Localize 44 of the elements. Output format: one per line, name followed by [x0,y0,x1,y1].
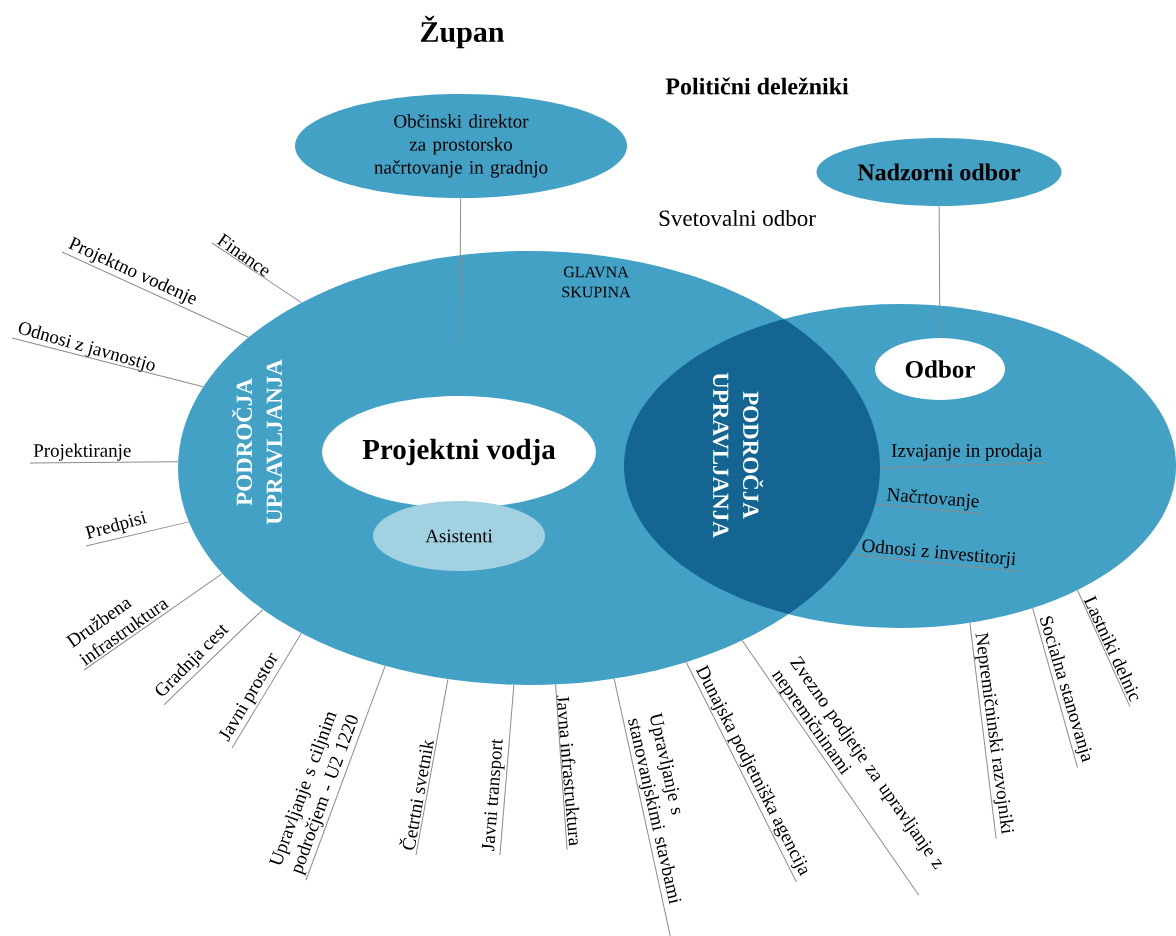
leader-line [415,678,449,856]
area-label: Projektiranje [33,443,131,461]
leader-line [850,553,1019,573]
ellipse-node: Projektni vodja [322,396,596,508]
leader-line [61,251,250,338]
area-label: Javni transport [481,739,505,851]
leader-line [211,242,302,304]
leader-line [11,337,204,388]
ellipse-node: Občinski direktor za prostorsko načrtovanje in gradnjo [295,94,627,198]
connector-line [938,205,941,339]
leader-line [163,609,264,706]
ellipse-node: Nadzorni odbor [816,138,1062,206]
leader-line [685,661,798,883]
leader-line [305,665,386,881]
leader-line [499,684,515,856]
leader-line [879,462,1046,469]
leader-line [85,521,190,547]
ellipse-node: Odbor [875,338,1005,400]
group-heading: GLAVNA SKUPINA [562,266,631,298]
leader-line [29,461,179,464]
ellipse-node: Asistenti [373,501,545,571]
area-label: Načrtovanje [886,488,979,511]
area-label: Izvajanje in prodaja [891,443,1042,461]
leader-line [741,640,920,896]
vertical-heading: PODROČJA UPRAVLJANJA [231,359,283,525]
area-label: Odnosi z investitorji [862,539,1016,569]
leader-line [1032,607,1078,769]
leader-line [874,503,983,515]
leader-line [969,622,997,840]
heading-label: Župan [420,15,505,49]
heading-label: Svetovalni odbor [659,209,816,227]
vertical-heading: PODROČJA UPRAVLJANJA [712,372,764,538]
leader-line [231,632,302,749]
connector-line [458,197,462,397]
leader-line [555,684,568,851]
area-label: Odnosi z javnostjo [18,322,155,372]
leader-line [1077,589,1131,708]
leader-line [613,678,671,936]
area-label: Predpisi [84,511,148,539]
leader-line [83,573,223,671]
heading-label: Politični deležniki [665,77,849,95]
area-label: Nepremičninski razvojniki [974,632,1015,835]
area-label: Četrtni svetnik [398,739,434,850]
area-label: Javna infrastruktura [556,695,580,847]
